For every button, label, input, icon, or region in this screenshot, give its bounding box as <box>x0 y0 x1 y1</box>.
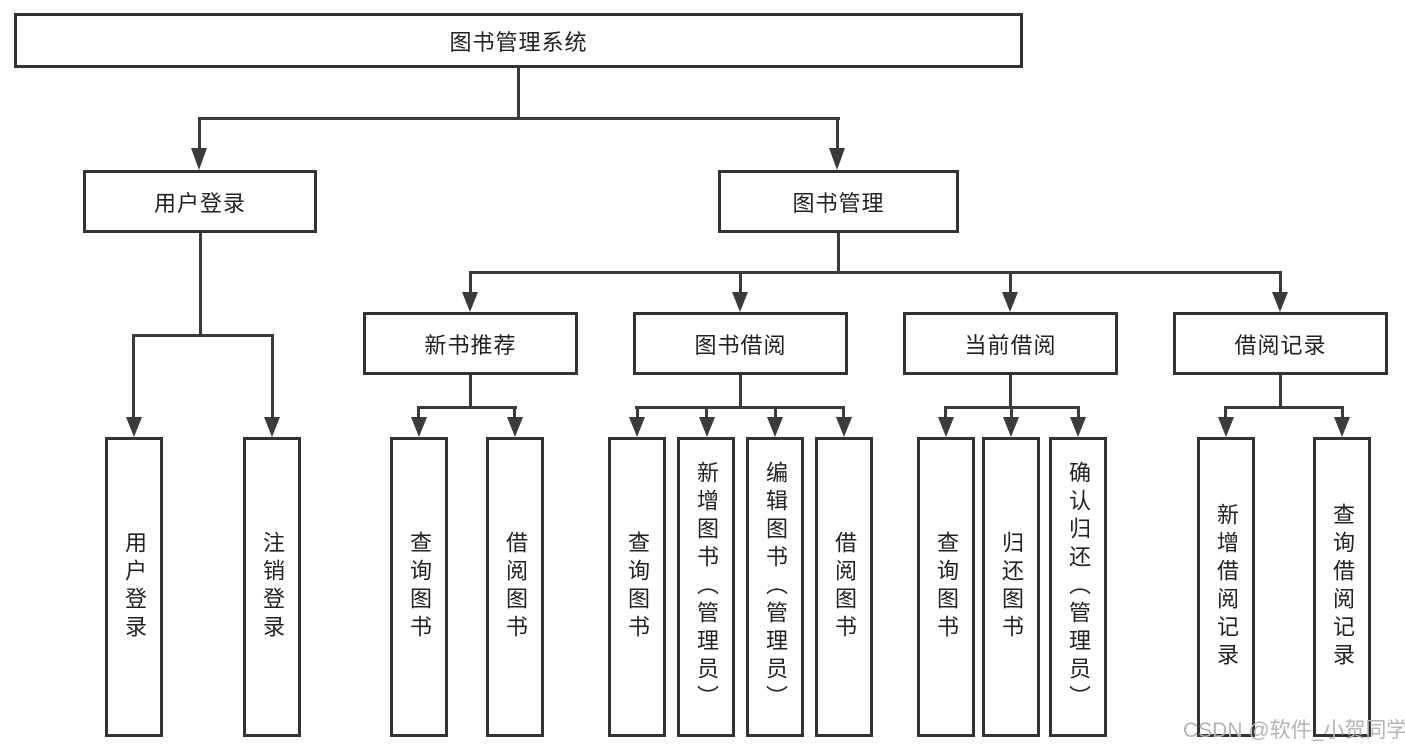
leaf-label: 注销登录 <box>260 531 285 643</box>
leaf-label: 新增图书（管理员） <box>694 461 719 713</box>
connector-line <box>635 406 845 409</box>
leaf-label: 归还图书 <box>999 531 1024 643</box>
connector-arrowhead-icon <box>1003 417 1019 437</box>
connector-arrowhead-icon <box>1002 292 1018 312</box>
connector-arrowhead-icon <box>732 292 748 312</box>
connector-line <box>636 406 639 419</box>
connector-line <box>199 233 202 337</box>
connector-arrowhead-icon <box>1070 417 1086 437</box>
connector-line <box>1010 406 1013 419</box>
leaf-label: 借阅图书 <box>832 531 857 643</box>
connector-line <box>739 375 742 409</box>
connector-line <box>774 406 777 419</box>
connector-line <box>1009 271 1012 295</box>
connector-line <box>271 334 274 419</box>
connector-arrowhead-icon <box>191 148 207 170</box>
leaf-borrowing-add-books-admin: 新增图书（管理员） <box>677 437 735 737</box>
node-borrowing-records: 借阅记录 <box>1173 312 1388 375</box>
connector-line <box>417 406 420 419</box>
node-current-borrowing: 当前借阅 <box>903 312 1118 375</box>
connector-line <box>1279 375 1282 409</box>
connector-arrowhead-icon <box>507 417 523 437</box>
leaf-recommend-borrow-books: 借阅图书 <box>486 437 544 737</box>
connector-line <box>517 68 520 120</box>
connector-line <box>837 233 840 274</box>
connector-line <box>132 334 135 419</box>
connector-line <box>842 406 845 419</box>
connector-line <box>1077 406 1080 419</box>
connector-line <box>944 406 947 419</box>
connector-line <box>1009 375 1012 409</box>
leaf-label: 查询图书 <box>407 531 432 643</box>
connector-line <box>1341 406 1344 419</box>
connector-line <box>469 375 472 409</box>
leaf-label: 查询图书 <box>625 531 650 643</box>
connector-line <box>1279 271 1282 295</box>
leaf-borrowing-query-books: 查询图书 <box>608 437 666 737</box>
leaf-label: 用户登录 <box>122 531 147 643</box>
node-user-login: 用户登录 <box>83 170 317 233</box>
node-new-book-recommendation: 新书推荐 <box>363 312 578 375</box>
leaf-current-confirm-return-admin: 确认归还（管理员） <box>1049 437 1107 737</box>
connector-line <box>132 334 274 337</box>
connector-arrowhead-icon <box>126 417 142 437</box>
leaf-label: 编辑图书（管理员） <box>763 461 788 713</box>
connector-line <box>417 406 517 409</box>
node-book-management: 图书管理 <box>718 170 959 233</box>
connector-line <box>198 117 840 120</box>
watermark-csdn: CSDN @软件_小贺同学 <box>1183 719 1405 742</box>
connector-line <box>1224 406 1344 409</box>
node-library-management-system: 图书管理系统 <box>14 13 1023 68</box>
leaf-logout: 注销登录 <box>243 437 301 737</box>
leaf-current-query-books: 查询图书 <box>917 437 975 737</box>
leaf-label: 新增借阅记录 <box>1214 503 1239 671</box>
leaf-user-login: 用户登录 <box>105 437 163 737</box>
connector-arrowhead-icon <box>836 417 852 437</box>
connector-line <box>1224 406 1227 419</box>
leaf-records-query-record: 查询借阅记录 <box>1313 437 1371 737</box>
node-book-borrowing: 图书借阅 <box>633 312 848 375</box>
connector-line <box>836 117 839 150</box>
leaf-borrowing-borrow-books: 借阅图书 <box>815 437 873 737</box>
leaf-recommend-query-books: 查询图书 <box>390 437 448 737</box>
connector-line <box>513 406 516 419</box>
leaf-borrowing-edit-books-admin: 编辑图书（管理员） <box>746 437 804 737</box>
connector-arrowhead-icon <box>829 148 845 170</box>
connector-arrowhead-icon <box>767 417 783 437</box>
leaf-label: 借阅图书 <box>503 531 528 643</box>
connector-arrowhead-icon <box>264 417 280 437</box>
connector-arrowhead-icon <box>1218 417 1234 437</box>
connector-arrowhead-icon <box>1272 292 1288 312</box>
leaf-label: 查询借阅记录 <box>1330 503 1355 671</box>
connector-line <box>469 271 472 295</box>
connector-line <box>198 117 201 150</box>
connector-arrowhead-icon <box>462 292 478 312</box>
connector-line <box>469 271 1282 274</box>
leaf-records-add-record: 新增借阅记录 <box>1197 437 1255 737</box>
connector-arrowhead-icon <box>629 417 645 437</box>
leaf-label: 确认归还（管理员） <box>1066 461 1091 713</box>
connector-arrowhead-icon <box>411 417 427 437</box>
connector-arrowhead-icon <box>699 417 715 437</box>
connector-arrowhead-icon <box>1334 417 1350 437</box>
connector-line <box>705 406 708 419</box>
leaf-current-return-books: 归还图书 <box>982 437 1040 737</box>
connector-line <box>739 271 742 295</box>
leaf-label: 查询图书 <box>934 531 959 643</box>
connector-arrowhead-icon <box>938 417 954 437</box>
